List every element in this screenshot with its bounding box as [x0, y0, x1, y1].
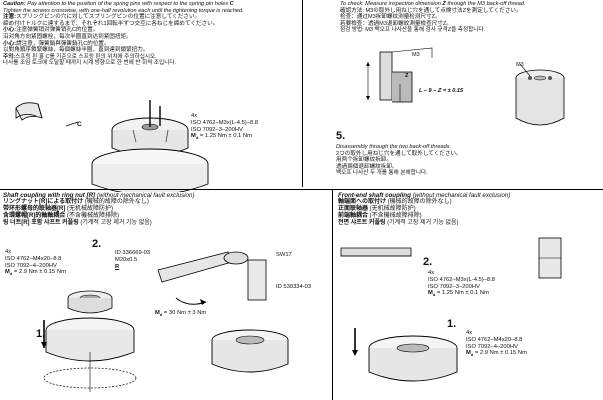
ring-nut-id: ID 336669-03 M20x0.5 R: [115, 250, 151, 270]
encoder-top-view: [515, 63, 565, 126]
step-2-left: 2.: [92, 238, 102, 250]
label-z: Z: [405, 73, 409, 79]
spec-front-b: 4x ISO 4762–M4x20–8.8 ISO 7092–4–200HV M…: [466, 330, 527, 358]
label-m3: M3: [412, 52, 420, 58]
formula: L – 9 – Z = ± 0.15: [419, 88, 464, 94]
divider-vertical-bottom: [332, 190, 333, 400]
spec-top-left: 4x ISO 4762–M3x(L-4.5)–8.8 ISO 7092–3–20…: [191, 113, 259, 141]
step-1-right: 1.: [447, 318, 457, 330]
front-end-illustration: [340, 237, 562, 382]
divider-vertical-top: [302, 0, 303, 187]
shaft-part: [538, 237, 562, 279]
torque-spec: Md = 30 Nm ± 3 Nm: [155, 310, 207, 318]
spec-front-a: 4x ISO 4762–M3x(L-4.5)–8.8 ISO 7092–3–20…: [428, 270, 496, 298]
wrench-size: SW17: [276, 252, 292, 258]
check-block: To check: Measure inspection dimension Z…: [340, 1, 526, 34]
ring-nut-illustration: [41, 251, 289, 392]
torque-wrench-assembly: [157, 251, 289, 373]
disassembly-block: Disassembly through the two back-off thr…: [336, 144, 462, 177]
spec-bottom-left: 4x ISO 4762–M4x20–8.8 ISO 7092–4–200HV M…: [5, 249, 66, 277]
encoder-assembly-right: [352, 328, 458, 382]
mounting-plate: [340, 247, 412, 257]
divider-horizontal: [0, 189, 603, 190]
label-c: C: [77, 121, 82, 128]
encoder-body: [91, 100, 209, 192]
caution-block: Caution: Pay attention to the position o…: [3, 1, 244, 67]
clamp-ring-part: [15, 102, 43, 121]
step-1-left: 1.: [36, 328, 46, 340]
step-2-right: 2.: [423, 256, 433, 268]
tool-id: ID 530334-03: [276, 284, 312, 290]
encoder-mounting-illustration: [15, 100, 209, 192]
measurement-figure: [366, 47, 565, 126]
step-5: 5.: [336, 130, 346, 142]
front-end-header: Front-end shaft coupling (without mechan…: [338, 192, 511, 226]
ring-nut-header: Shaft coupling with ring nut [R] (withou…: [3, 192, 195, 226]
encoder-assembly-left: [41, 290, 137, 392]
label-m3-right: M3: [516, 62, 524, 68]
